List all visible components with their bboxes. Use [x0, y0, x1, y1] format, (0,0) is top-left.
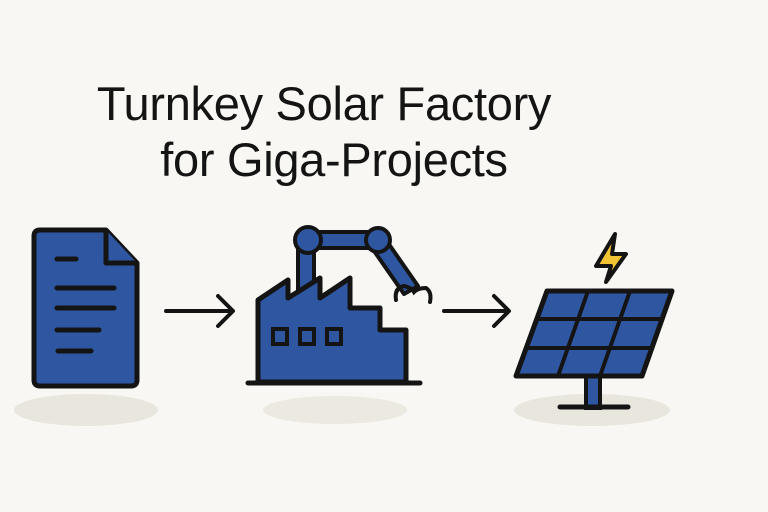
- factory-robot-arm-icon: [245, 225, 433, 386]
- title-line-1: Turnkey Solar Factory: [96, 77, 552, 130]
- page-title: Turnkey Solar Factory for Giga-Projects: [0, 76, 648, 188]
- lightning-bolt-icon: [594, 232, 628, 284]
- factory-shadow: [263, 396, 407, 424]
- arrow-right-icon: [164, 294, 235, 328]
- solar-panel-icon: [513, 288, 675, 410]
- robot-arm: [293, 225, 433, 307]
- document-shadow: [14, 394, 158, 426]
- document-icon: [31, 227, 140, 389]
- title-line-2: for Giga-Projects: [160, 133, 508, 186]
- arrow-right-icon: [442, 294, 511, 328]
